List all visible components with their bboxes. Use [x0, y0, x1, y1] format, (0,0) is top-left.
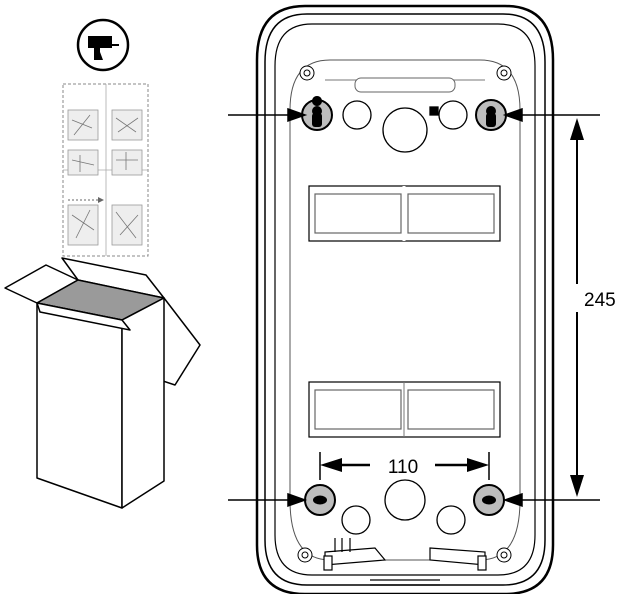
keyhole-mount-icon — [301, 96, 333, 131]
lower-cutout — [308, 381, 501, 438]
pointer-arrow — [228, 107, 600, 508]
cable-clamp — [323, 538, 487, 586]
box-icon — [4, 257, 201, 509]
instruction-sheet-icon — [62, 83, 149, 257]
upper-cutout — [308, 185, 501, 242]
horizontal-dimension: 110 — [319, 452, 490, 480]
cable-knockout — [341, 479, 466, 535]
round-mount-hole — [304, 484, 336, 516]
keyhole-mount-icon — [475, 99, 507, 131]
vertical-dimension: 245 — [562, 118, 616, 497]
vertical-dimension-label: 245 — [584, 290, 616, 311]
corner-screw — [297, 65, 512, 563]
drill-icon — [76, 18, 130, 72]
round-mount-hole — [473, 484, 505, 516]
cable-knockout — [342, 100, 468, 153]
horizontal-dimension-label: 110 — [388, 457, 418, 478]
device-back-panel — [255, 4, 555, 594]
